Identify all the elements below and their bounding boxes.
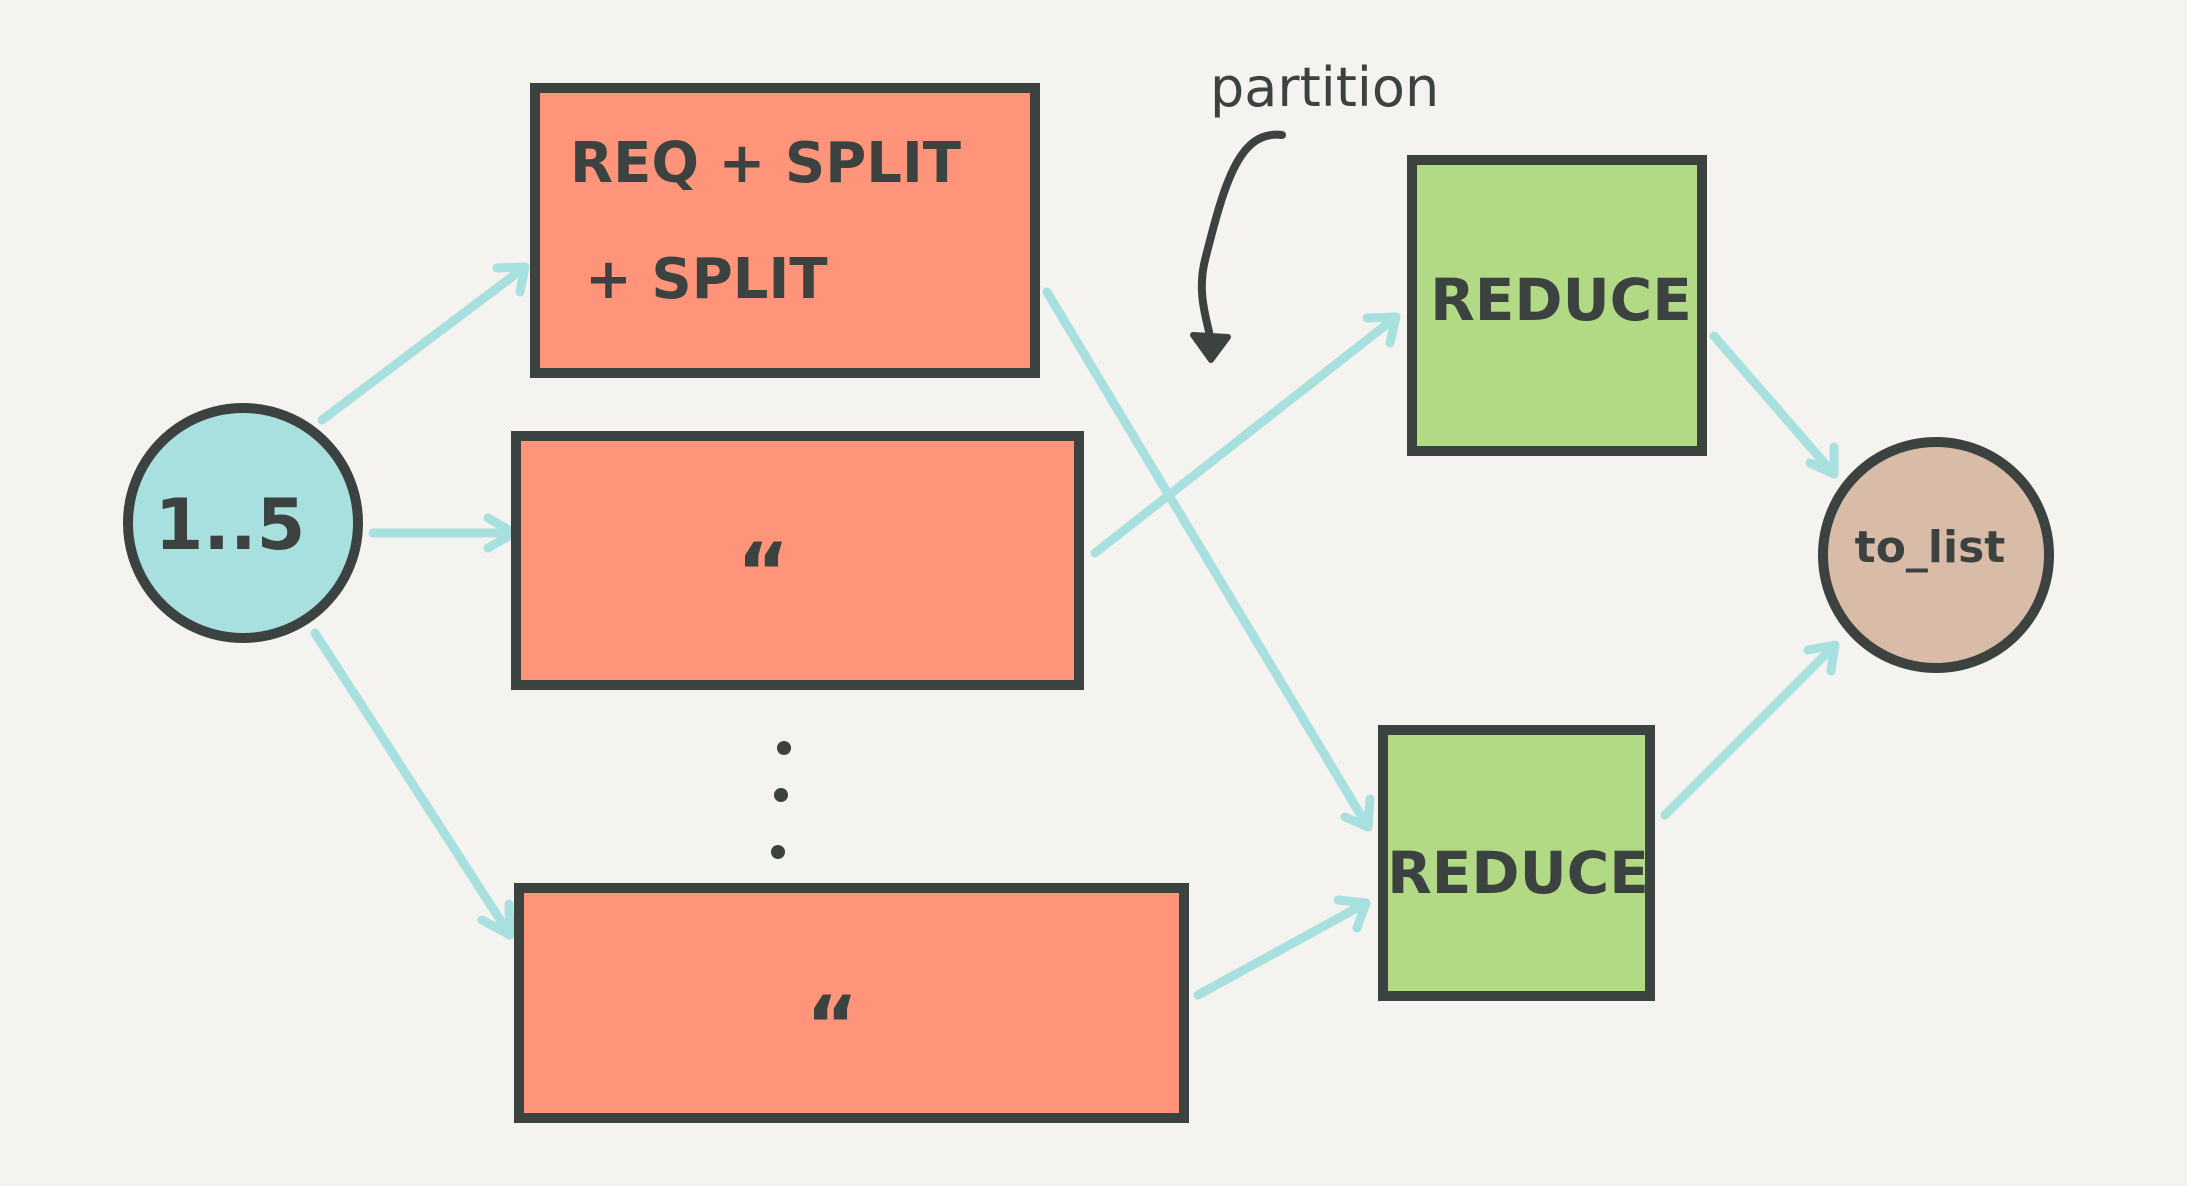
source-node: 1..5	[123, 403, 363, 643]
reduce-1-label: REDUCE	[1430, 266, 1692, 334]
edge-reduce-1-to-sink	[1709, 331, 1839, 479]
edge-source-to-request-1	[317, 262, 530, 425]
edges	[310, 262, 1840, 1000]
partition-arrowhead	[1190, 332, 1231, 363]
request-1-label-line-1: REQ + SPLIT	[570, 131, 961, 196]
ellipsis-dots	[771, 741, 791, 859]
sink-label: to_list	[1855, 522, 2006, 573]
reduce-node-1: REDUCE	[1407, 155, 1707, 456]
request-2-label: “	[737, 526, 790, 619]
partition-annotation: partition	[1190, 56, 1439, 363]
reduce-node-2: REDUCE	[1378, 725, 1655, 1001]
edge-source-to-request-3	[310, 628, 515, 940]
request-node-2: “	[511, 431, 1084, 690]
source-label: 1..5	[155, 484, 306, 566]
sink-node: to_list	[1818, 437, 2054, 673]
request-1-label-line-2: + SPLIT	[585, 247, 828, 312]
edge-reduce-2-to-sink	[1660, 640, 1840, 820]
request-3-label: “	[806, 979, 859, 1072]
reduce-2-label: REDUCE	[1387, 839, 1649, 907]
edge-request-3-to-reduce-2	[1193, 895, 1371, 1000]
edge-source-to-request-2	[368, 513, 519, 553]
edge-request-2-to-reduce-1	[1090, 312, 1401, 558]
edge-request-1-to-reduce-2	[1042, 287, 1375, 832]
partition-label: partition	[1210, 56, 1439, 119]
request-node-1: REQ + SPLIT + SPLIT	[530, 83, 1040, 378]
request-node-3: “	[514, 883, 1189, 1123]
partition-pointer-arrow	[1197, 130, 1286, 347]
